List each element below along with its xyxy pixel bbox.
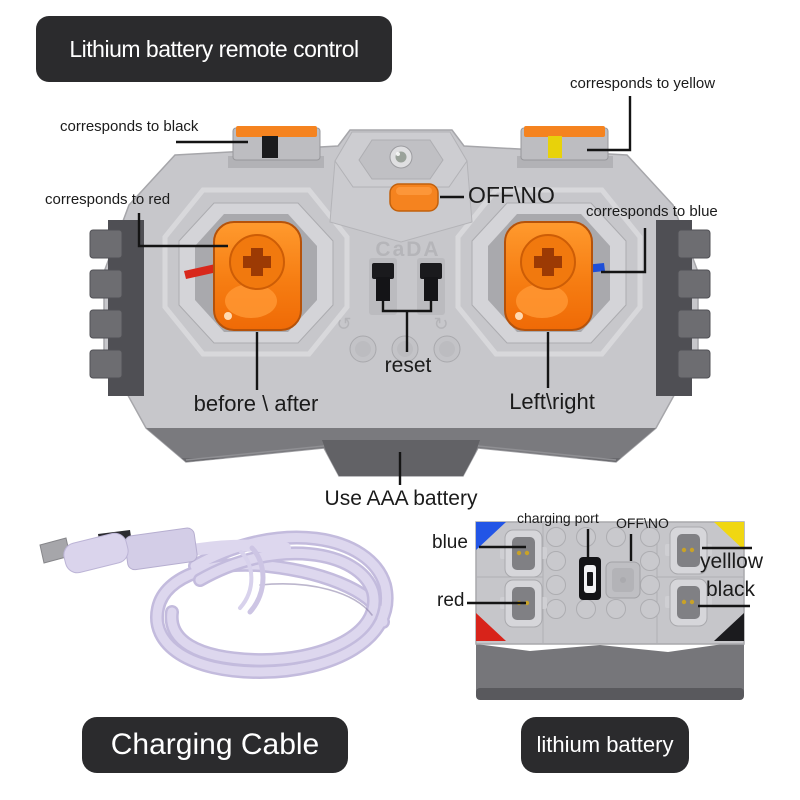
label-corresponds-black: corresponds to black <box>60 118 199 135</box>
right-connector-teeth <box>656 220 711 396</box>
title-banner: Lithium battery remote control <box>36 16 392 82</box>
charging-port <box>579 557 601 600</box>
top-left-port-black <box>228 126 324 168</box>
corner-red <box>476 613 506 641</box>
label-corresponds-blue: corresponds to blue <box>586 203 718 220</box>
callout-line-yellow <box>587 96 632 152</box>
cable-caption-banner: Charging Cable <box>82 717 348 773</box>
callout-line-blue <box>601 228 647 274</box>
right-joystick <box>471 202 627 344</box>
callout-lines <box>137 96 752 608</box>
battery-power-button <box>605 561 641 599</box>
right-stick-facet <box>455 187 643 357</box>
charging-cable-illustration <box>39 527 394 680</box>
corner-yellow <box>714 522 744 550</box>
label-battery-note: Use AAA battery <box>324 487 478 510</box>
battery-box-side <box>476 641 744 700</box>
micro-usb-plug <box>39 532 129 574</box>
callout-line-red <box>137 213 228 248</box>
cable-caption: Charging Cable <box>110 728 320 761</box>
battery-caption: lithium battery <box>536 732 674 757</box>
page-title: Lithium battery remote control <box>69 35 359 62</box>
label-box-blue: blue <box>432 532 468 553</box>
label-box-black: black <box>706 578 756 601</box>
left-stick-facet <box>162 187 350 357</box>
callout-line-reset <box>381 301 433 352</box>
label-box-power: OFF\NO <box>616 515 669 531</box>
label-box-red: red <box>437 590 465 611</box>
label-corresponds-yellow: corresponds to yellow <box>570 75 716 92</box>
reset-cw-icon: ↻ <box>433 314 448 334</box>
remote-control-illustration: CaDA ↺ ↻ <box>89 126 711 477</box>
brand-logo: CaDA <box>375 238 440 261</box>
left-connector-teeth <box>89 220 144 396</box>
corner-blue <box>476 522 506 550</box>
corner-black <box>714 613 744 641</box>
top-right-port-yellow <box>517 126 613 168</box>
label-left-stick: before \ after <box>193 391 319 416</box>
left-joystick <box>178 202 334 344</box>
battery-studs <box>546 527 660 619</box>
power-button <box>389 183 439 212</box>
battery-caption-banner: lithium battery <box>521 717 689 773</box>
reset-switches <box>369 258 445 315</box>
label-reset: reset <box>384 354 432 377</box>
socket-bottom-right <box>665 578 712 627</box>
label-box-yellow: yelllow <box>700 550 764 573</box>
label-corresponds-red: corresponds to red <box>45 191 171 208</box>
socket-top-left <box>500 529 547 578</box>
label-charging-port: charging port <box>517 510 599 526</box>
label-power: OFF\NO <box>468 182 555 208</box>
label-right-stick: Left\right <box>509 389 595 414</box>
remote-studs <box>349 335 461 363</box>
reset-ccw-icon: ↺ <box>336 314 351 334</box>
cable-tie <box>238 545 266 615</box>
lithium-battery-illustration <box>475 521 745 700</box>
